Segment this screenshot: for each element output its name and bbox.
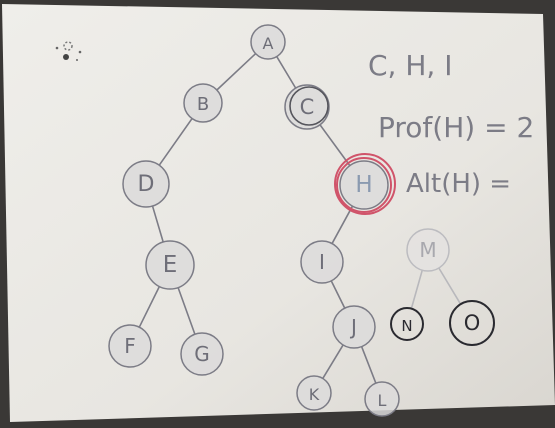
note-depth: Prof(H) = 2 (378, 111, 534, 144)
node-circle (145, 240, 195, 290)
node-n: N (390, 307, 424, 341)
node-label: N (401, 317, 412, 335)
node-label: K (309, 385, 320, 404)
node-circle (364, 381, 400, 417)
node-highlight-ring (334, 153, 396, 215)
node-c: C (284, 84, 330, 130)
doodle-mark (55, 41, 82, 61)
node-circle-retrace (289, 86, 329, 126)
node-circle (284, 84, 330, 130)
edge-m-n (410, 269, 424, 309)
edge-b-d (158, 118, 193, 166)
node-label: A (263, 34, 274, 53)
node-circle (296, 375, 332, 411)
edge-h-i (331, 205, 354, 244)
node-o: O (449, 300, 495, 346)
edge-e-f (138, 286, 161, 328)
node-b: B (183, 83, 223, 123)
node-highlight-ring (336, 157, 392, 213)
node-g: G (180, 332, 224, 376)
node-label: O (464, 311, 481, 335)
node-circle (406, 228, 450, 272)
node-circle (108, 324, 152, 368)
node-label: J (349, 315, 357, 339)
node-circle (449, 300, 495, 346)
tree-nodes: A B C D E F G H I J K L M N O (108, 24, 495, 417)
node-label: L (378, 391, 387, 410)
node-i: I (300, 240, 344, 284)
edge-d-e (151, 205, 164, 243)
tree-edges (138, 53, 462, 384)
node-l: L (364, 381, 400, 417)
node-label: M (419, 238, 436, 262)
node-circle (300, 240, 344, 284)
note-visited-nodes: C, H, I (368, 49, 452, 82)
node-circle (250, 24, 286, 60)
edge-a-c (276, 56, 297, 89)
node-d: D (122, 160, 170, 208)
node-label: E (163, 252, 178, 278)
edge-c-h (319, 124, 351, 167)
edge-j-k (322, 344, 344, 379)
node-circle (183, 83, 223, 123)
node-label: G (194, 342, 210, 366)
node-a: A (250, 24, 286, 60)
edge-j-l (360, 346, 377, 384)
node-circle (180, 332, 224, 376)
paper-sheet (2, 4, 555, 422)
node-circle (339, 160, 389, 210)
node-k: K (296, 375, 332, 411)
note-height: Alt(H) = (406, 169, 511, 199)
edge-i-j (330, 280, 346, 309)
node-j: J (332, 305, 376, 349)
edge-m-o (438, 267, 462, 305)
node-e: E (145, 240, 195, 290)
node-label: D (138, 172, 155, 197)
node-circle (390, 307, 424, 341)
node-circle (332, 305, 376, 349)
node-f: F (108, 324, 152, 368)
edge-e-g (177, 287, 196, 335)
node-label: H (355, 172, 372, 198)
node-label: C (300, 95, 315, 119)
node-label: F (124, 334, 136, 358)
edge-a-b (216, 53, 257, 91)
node-circle (122, 160, 170, 208)
node-label: B (197, 94, 209, 115)
node-label: I (319, 250, 325, 274)
node-h: H (334, 153, 396, 215)
node-m: M (406, 228, 450, 272)
